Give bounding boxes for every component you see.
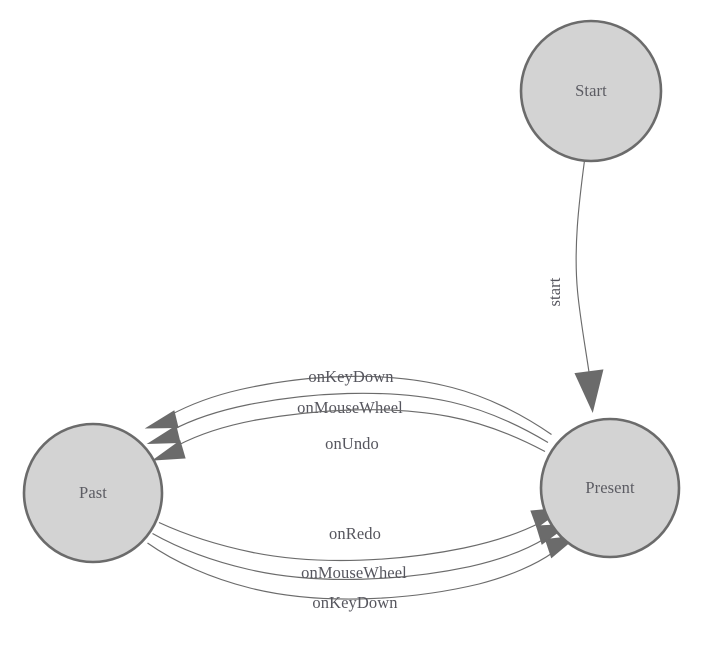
- edge-present-to-past-onkeydown[interactable]: onKeyDown: [144, 367, 552, 435]
- edge-present-to-past-onundo-path: [177, 409, 546, 453]
- node-past-circle: [22, 422, 164, 564]
- edge-present-to-past-onmousewheel-path: [171, 392, 549, 443]
- node-past[interactable]: Past: [22, 422, 164, 564]
- edge-present-to-past-onkeydown-path: [169, 375, 552, 435]
- edge-label-past-present-onmousewheel: onMouseWheel: [301, 563, 407, 582]
- edge-past-to-present-onredo[interactable]: onRedo: [158, 507, 566, 562]
- node-start[interactable]: Start: [519, 19, 663, 163]
- edge-start-to-present-arrowhead: [574, 369, 604, 414]
- node-start-label: Start: [575, 81, 607, 100]
- node-start-circle: [519, 19, 663, 163]
- edge-label-present-past-onmousewheel: onMouseWheel: [297, 398, 403, 417]
- node-present[interactable]: Present: [539, 417, 681, 559]
- edge-present-to-past-onmousewheel-arrowhead: [146, 425, 181, 445]
- edge-label-start: start: [545, 277, 564, 306]
- node-present-circle: [539, 417, 681, 559]
- edge-past-to-present-onkeydown-path: [147, 542, 554, 600]
- edge-present-to-past-onmousewheel[interactable]: onMouseWheel: [146, 392, 549, 445]
- edge-present-to-past-onundo-arrowhead: [151, 440, 186, 461]
- edge-label-past-present-onredo: onRedo: [329, 524, 381, 543]
- edge-present-to-past-onundo[interactable]: onUndo: [151, 409, 546, 461]
- edge-label-present-past-onundo: onUndo: [325, 434, 379, 453]
- edge-start-to-present[interactable]: start: [545, 160, 604, 414]
- edge-present-to-past-onkeydown-arrowhead: [144, 410, 179, 429]
- edge-label-past-present-onkeydown: onKeyDown: [312, 593, 397, 612]
- edge-label-present-past-onkeydown: onKeyDown: [308, 367, 393, 386]
- edge-start-to-present-path: [575, 160, 591, 376]
- edge-past-to-present-onredo-path: [158, 521, 541, 562]
- node-present-label: Present: [585, 478, 635, 497]
- edge-past-to-present-onmousewheel-path: [152, 532, 546, 580]
- node-past-label: Past: [79, 483, 107, 502]
